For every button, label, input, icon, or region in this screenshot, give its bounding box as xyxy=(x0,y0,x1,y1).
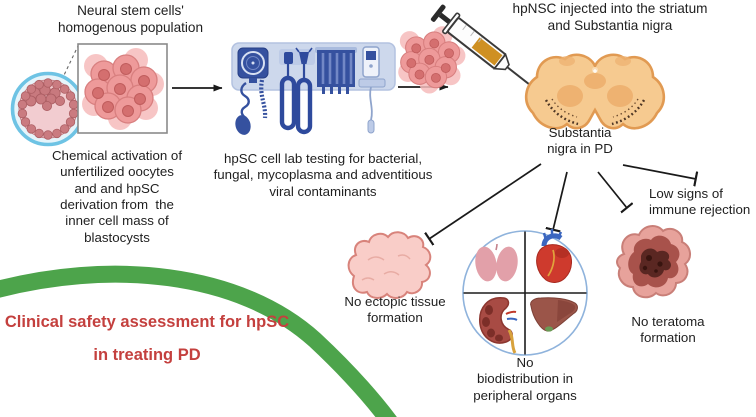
banner-title-line1: Clinical safety assessment for hpSC xyxy=(4,313,290,331)
inhibit-arrow-biodistribution xyxy=(545,171,568,233)
stage-oocyte-title: Neural stem cells' homogenous population xyxy=(57,3,204,35)
substantia-nigra-label: Substantia nigra in PD xyxy=(547,125,613,157)
liver-icon xyxy=(530,297,578,332)
lungs-icon xyxy=(475,243,518,282)
peripheral-organs-icon xyxy=(462,229,588,356)
ectopic-tissue-icon xyxy=(347,231,432,299)
kidney-icon xyxy=(479,297,518,354)
syringe-icon xyxy=(430,4,543,95)
banner-title-line2: in treating PD xyxy=(93,346,201,364)
stage-oocyte-caption: Chemical activation of unfertilized oocy… xyxy=(51,148,183,245)
teratoma-icon xyxy=(616,225,691,299)
outcome-teratoma-label: No teratoma formation xyxy=(631,314,705,346)
midbrain-section-icon xyxy=(524,53,666,130)
lab-diagnostic-panel-icon xyxy=(231,42,396,135)
stage-lab-caption: hpSC cell lab testing for bacterial, fun… xyxy=(213,151,433,199)
banner-arc xyxy=(0,265,397,417)
outcome-immune-label: Low signs of immune rejection xyxy=(649,186,751,218)
heart-icon xyxy=(536,229,572,283)
inhibit-arrow-teratoma xyxy=(597,171,634,214)
inhibit-arrow-immune xyxy=(622,164,699,187)
outcome-biodistribution-label: No biodistribution in peripheral organs xyxy=(473,355,577,403)
blastocyst-icon xyxy=(10,71,86,147)
outcome-ectopic-label: No ectopic tissue formation xyxy=(344,294,446,326)
inhibit-arrow-ectopic xyxy=(424,163,542,246)
stage-injection-title: hpNSC injected into the striatum and Sub… xyxy=(512,1,708,33)
